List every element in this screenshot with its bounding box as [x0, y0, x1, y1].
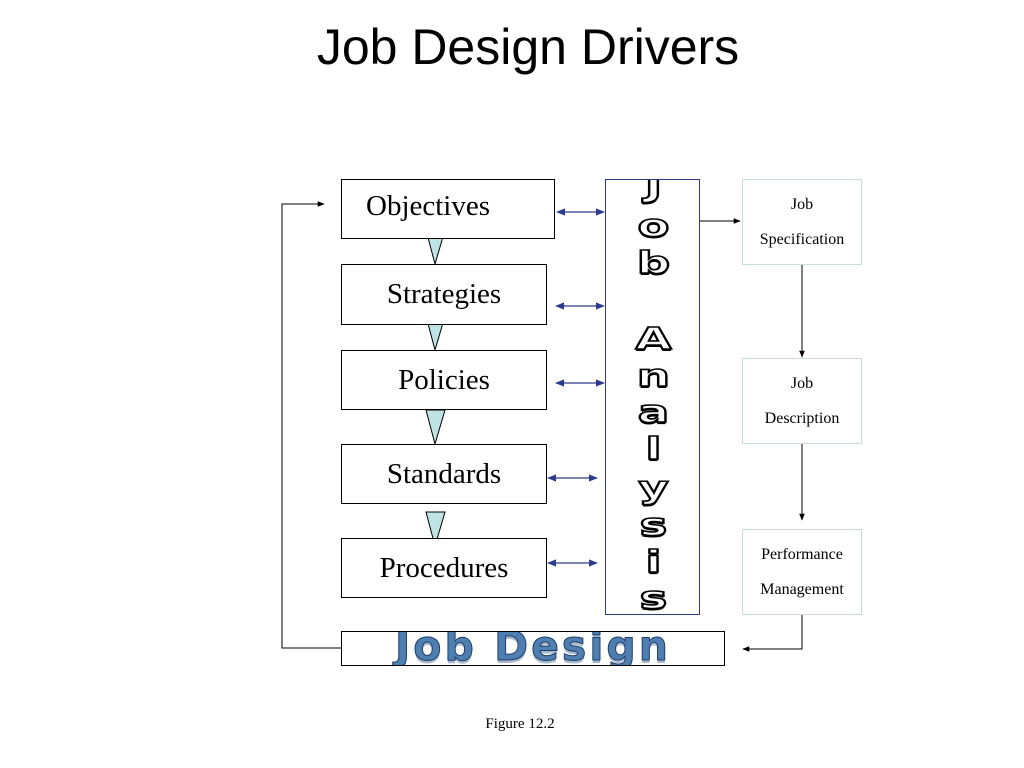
performance-design-arrow [742, 615, 803, 652]
job-analysis-letter: y [637, 471, 670, 506]
strategies-box: Strategies [341, 264, 547, 325]
performance-management-box: Performance Management [742, 529, 862, 615]
slide-title: Job Design Drivers [316, 19, 740, 75]
job-description-box: Job Description [742, 358, 862, 444]
feedback-loop-arrow [281, 201, 341, 649]
job-analysis-box: J o b A n a l y s i s [605, 179, 700, 615]
strategies-label: Strategies [386, 278, 502, 310]
policies-box: Policies [341, 350, 547, 410]
job-specification-line-2: Specification [759, 231, 845, 248]
job-analysis-letter: n [636, 359, 672, 394]
figure-caption: Figure 12.2 [485, 716, 555, 732]
job-description-line-2: Description [764, 410, 840, 427]
procedures-box: Procedures [341, 538, 547, 598]
job-analysis-letter: a [637, 395, 671, 430]
job-specification-line-1: Job [790, 196, 814, 213]
flow-triangle-3 [425, 409, 446, 446]
job-analysis-letter: i [644, 545, 662, 580]
standards-box: Standards [341, 444, 547, 504]
job-analysis-letter: s [638, 508, 668, 543]
job-analysis-letter: J [644, 179, 664, 204]
job-analysis-letter: l [644, 432, 662, 467]
objectives-box: Objectives [341, 179, 555, 239]
standards-label: Standards [386, 457, 502, 490]
performance-management-line-1: Performance [761, 546, 843, 563]
flow-triangle-4 [425, 511, 446, 548]
procedures-label: Procedures [379, 551, 509, 584]
job-analysis-letter: A [634, 322, 672, 357]
performance-management-line-2: Management [760, 581, 844, 598]
job-description-line-1: Job [790, 375, 814, 392]
job-design-label: Job Design [395, 631, 671, 666]
job-analysis-letter: s [638, 581, 668, 615]
policies-label: Policies [398, 363, 490, 396]
job-analysis-letter: b [636, 246, 672, 281]
job-analysis-letter: o [636, 209, 670, 244]
job-specification-box: Job Specification [742, 179, 862, 265]
job-design-box: Job Design [341, 631, 725, 666]
objectives-label: Objectives [366, 190, 491, 222]
